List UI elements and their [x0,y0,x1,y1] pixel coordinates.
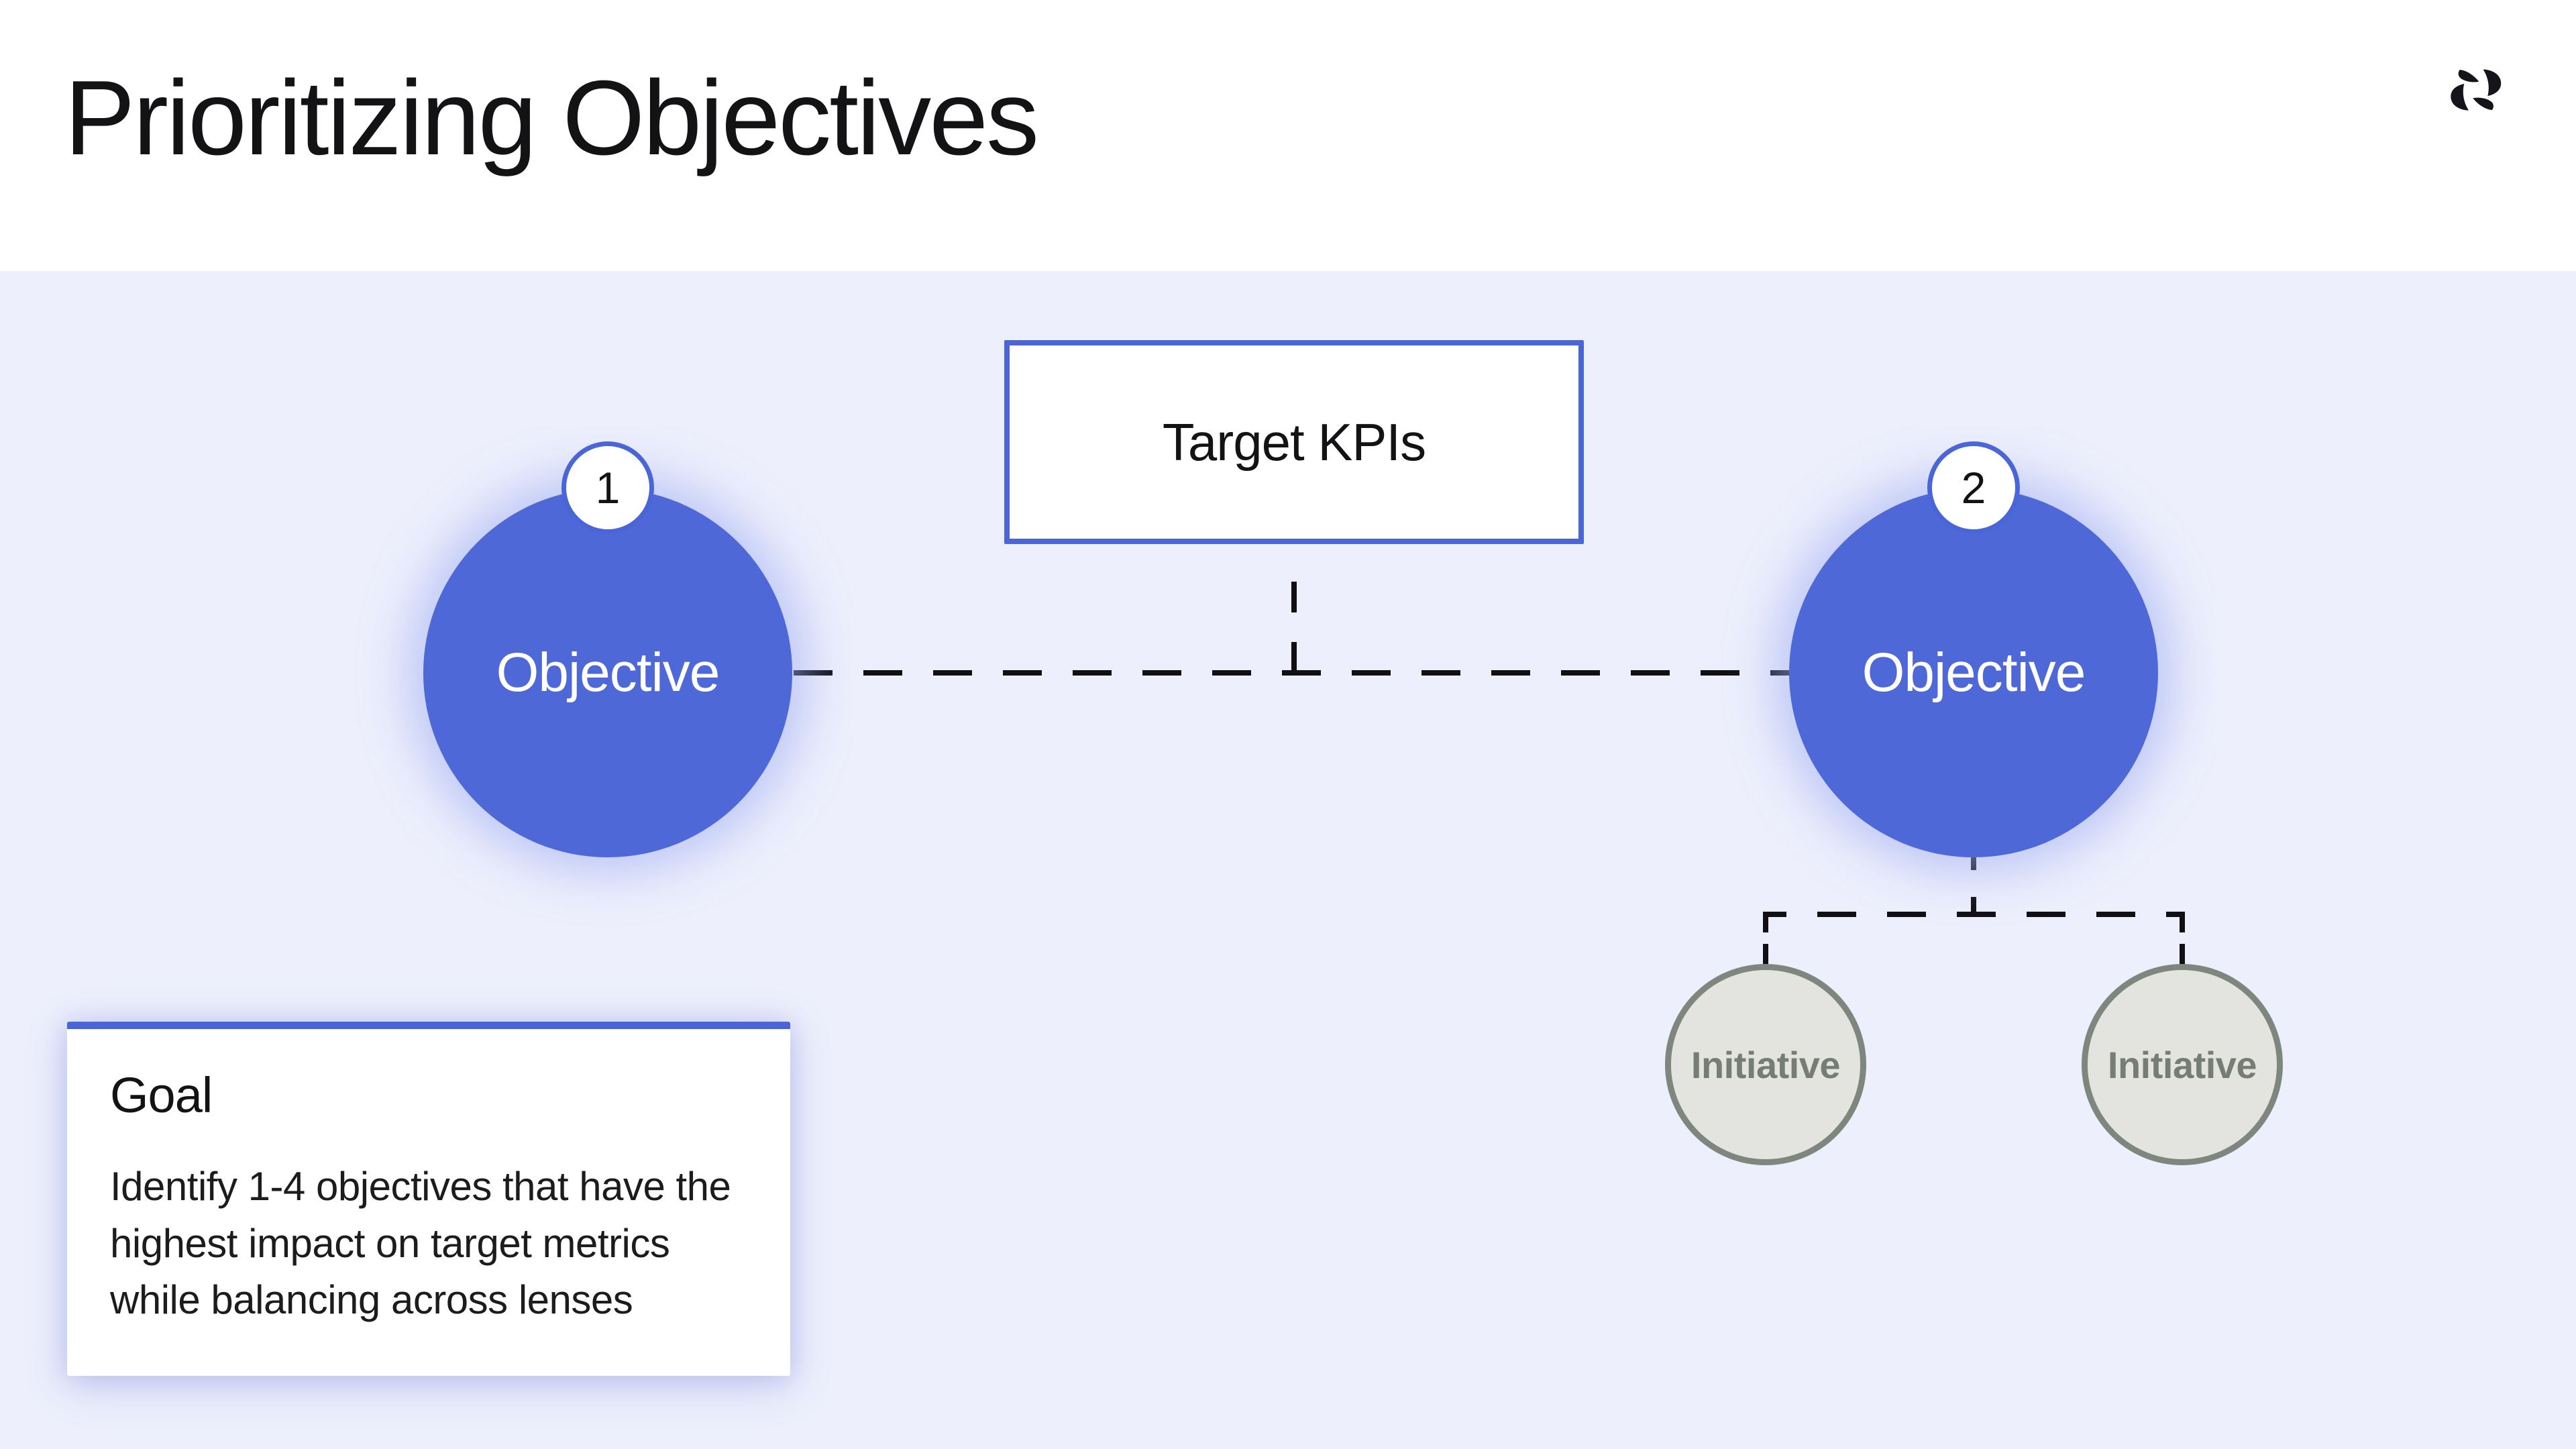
goal-card-body: Identify 1-4 objectives that have the hi… [110,1164,731,1323]
goal-card: Goal Identify 1-4 objectives that have t… [67,1022,790,1376]
objective-2-label: Objective [1862,642,2086,703]
objective-1-circle: 1 Objective [423,441,792,857]
connector-lines [794,555,2185,964]
connector-initiatives-bracket [1763,912,2185,932]
initiative-1-label: Initiative [1690,1043,1841,1086]
target-kpis-label: Target KPIs [1162,412,1426,472]
goal-card-title: Goal [110,1067,213,1123]
objective-2-circle: 2 Objective [1789,441,2158,857]
objective-1-label: Objective [496,642,720,703]
initiative-2-circle: Initiative [2082,964,2283,1165]
slide-header: Prioritizing Objectives [0,0,2576,271]
objective-2-number-badge: 2 [1927,441,2020,534]
diagram-canvas: Target KPIs 1 Objective 2 Objective Init… [0,271,2576,1449]
brand-pinwheel-logo-icon [2445,63,2509,117]
target-kpis-box: Target KPIs [1004,340,1584,544]
page-title: Prioritizing Objectives [64,59,1039,177]
initiative-1-circle: Initiative [1665,964,1866,1165]
initiative-2-label: Initiative [2107,1043,2257,1086]
objective-1-number-badge: 1 [561,441,654,534]
